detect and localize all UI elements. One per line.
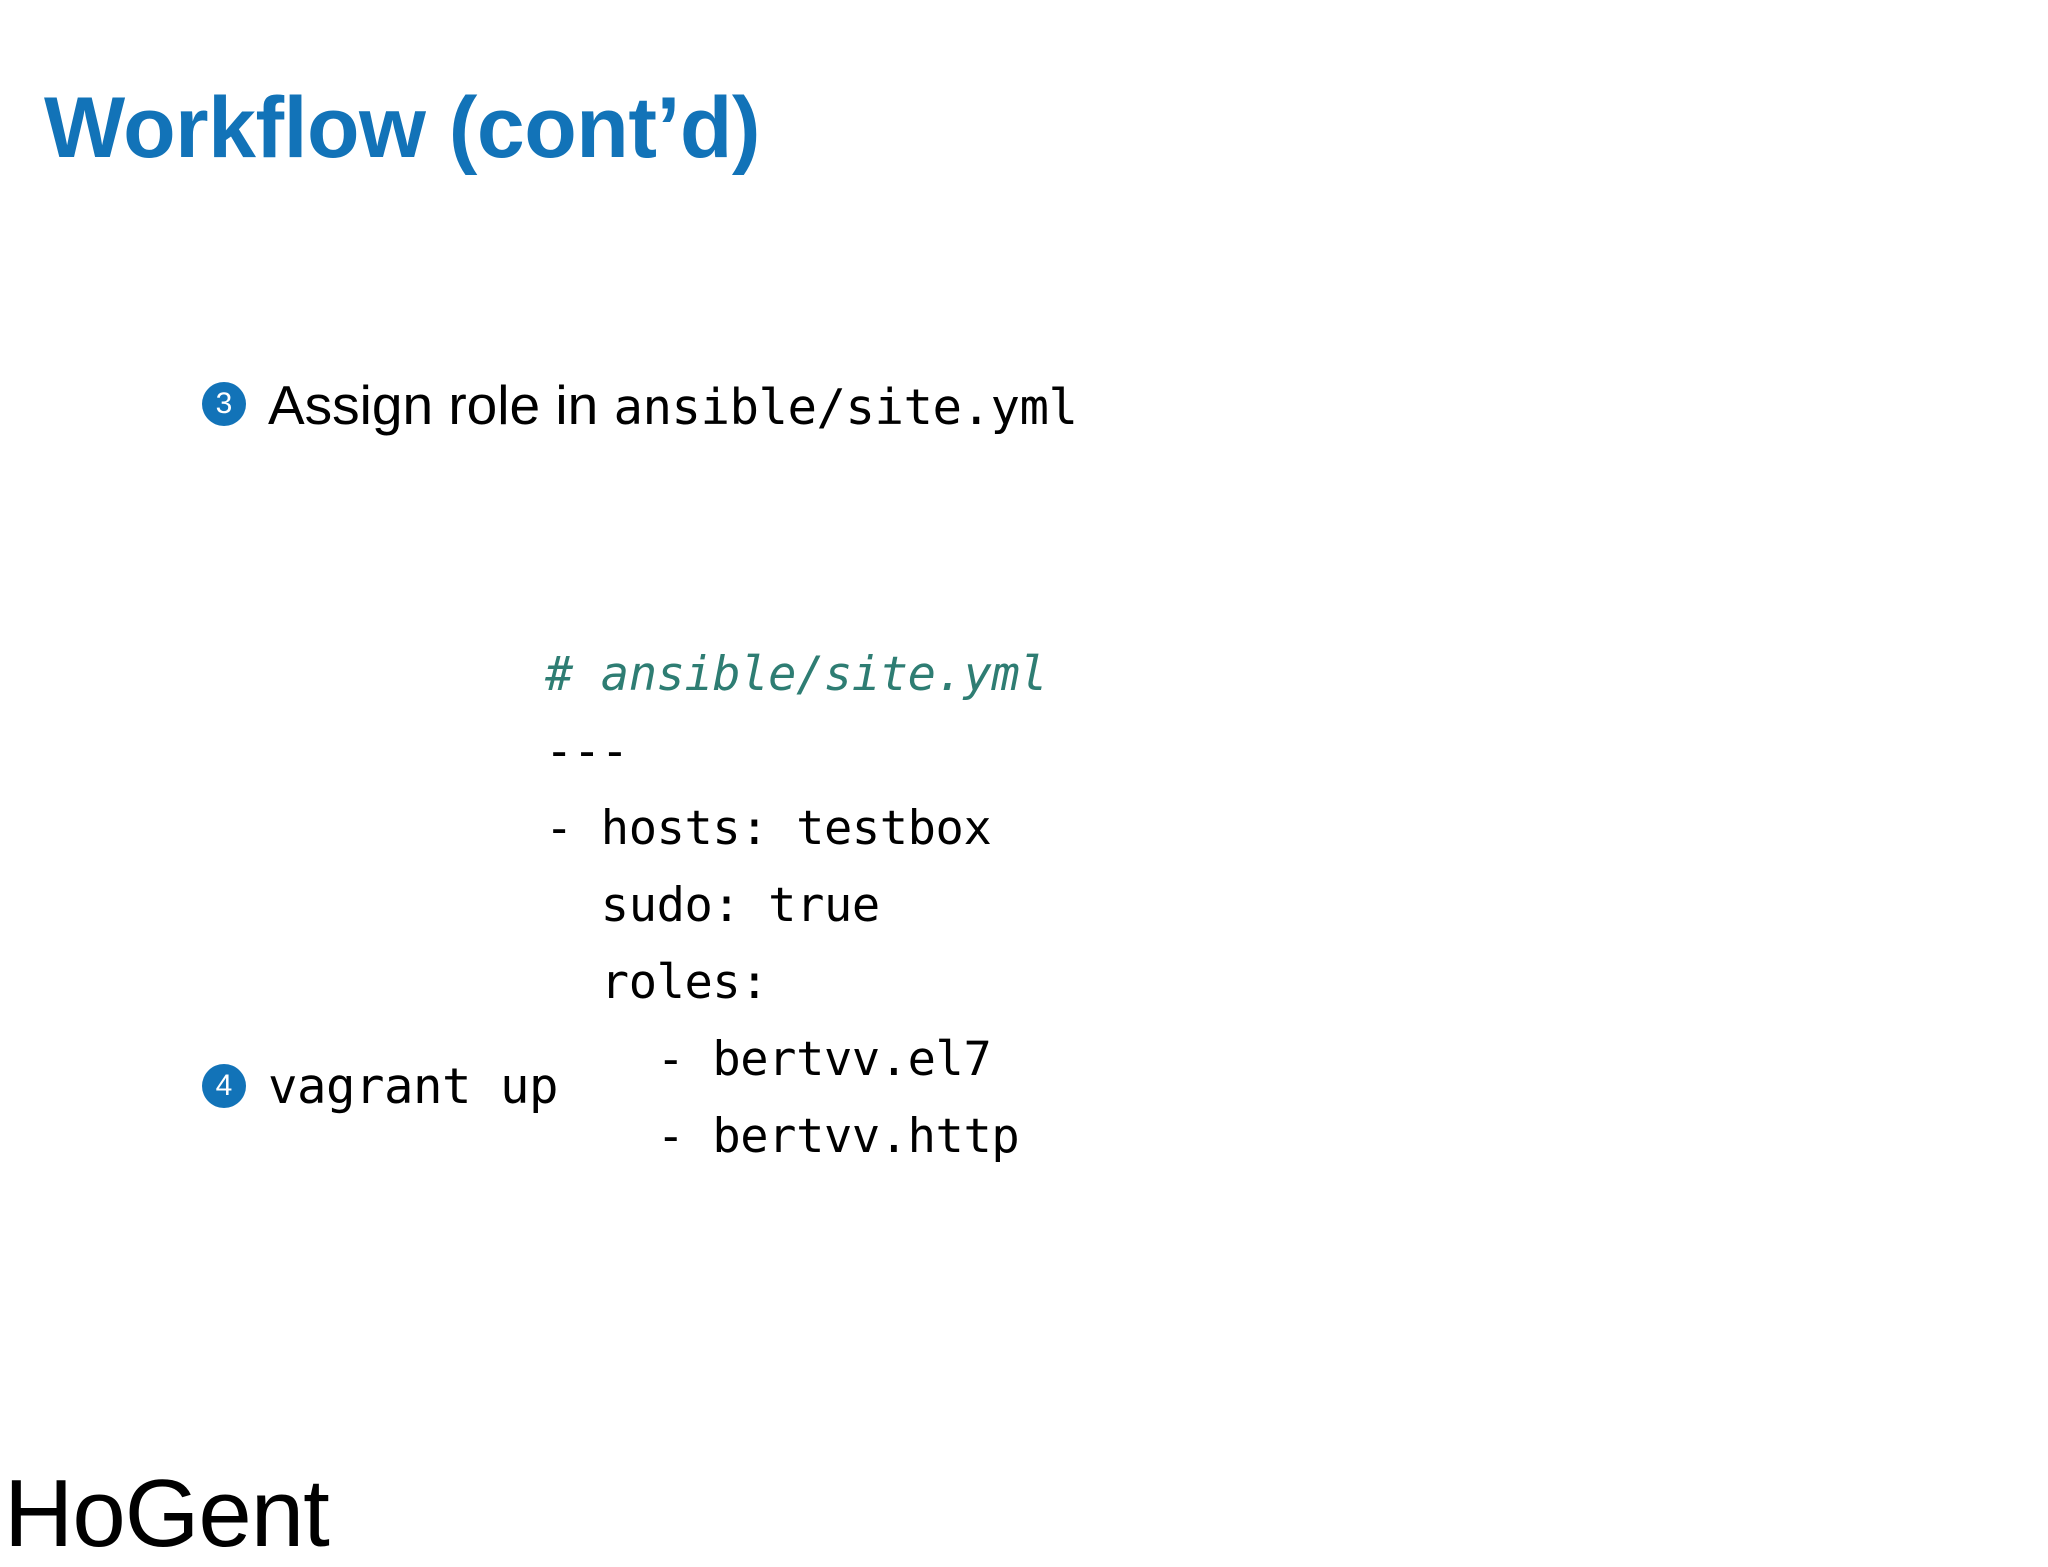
step-number-badge-4: 4 xyxy=(202,1064,246,1108)
code-line-role-http: - bertvv.http xyxy=(545,1109,1020,1164)
code-line-sudo: sudo: true xyxy=(545,878,880,933)
code-line-role-el7: - bertvv.el7 xyxy=(545,1032,992,1087)
page-title: Workflow (cont’d) xyxy=(44,79,761,176)
hogent-logo: HoGent xyxy=(4,1460,330,1567)
list-item-step-3: 3 Assign role in ansible/site.yml xyxy=(202,374,1078,439)
code-line-document-start: --- xyxy=(545,724,629,779)
list-item-step-4: 4 vagrant up xyxy=(202,1056,559,1118)
code-line-hosts: - hosts: testbox xyxy=(545,801,992,856)
step-4-command: vagrant up xyxy=(268,1058,559,1115)
step-3-label: Assign role in xyxy=(268,374,614,436)
code-block-site-yml: # ansible/site.yml --- - hosts: testbox su… xyxy=(545,482,1048,1329)
step-3-text: Assign role in ansible/site.yml xyxy=(268,374,1078,439)
step-3-inline-code: ansible/site.yml xyxy=(613,379,1078,436)
code-line-comment: # ansible/site.yml xyxy=(545,647,1048,702)
code-line-roles: roles: xyxy=(545,955,769,1010)
step-number-badge-3: 3 xyxy=(202,382,246,426)
